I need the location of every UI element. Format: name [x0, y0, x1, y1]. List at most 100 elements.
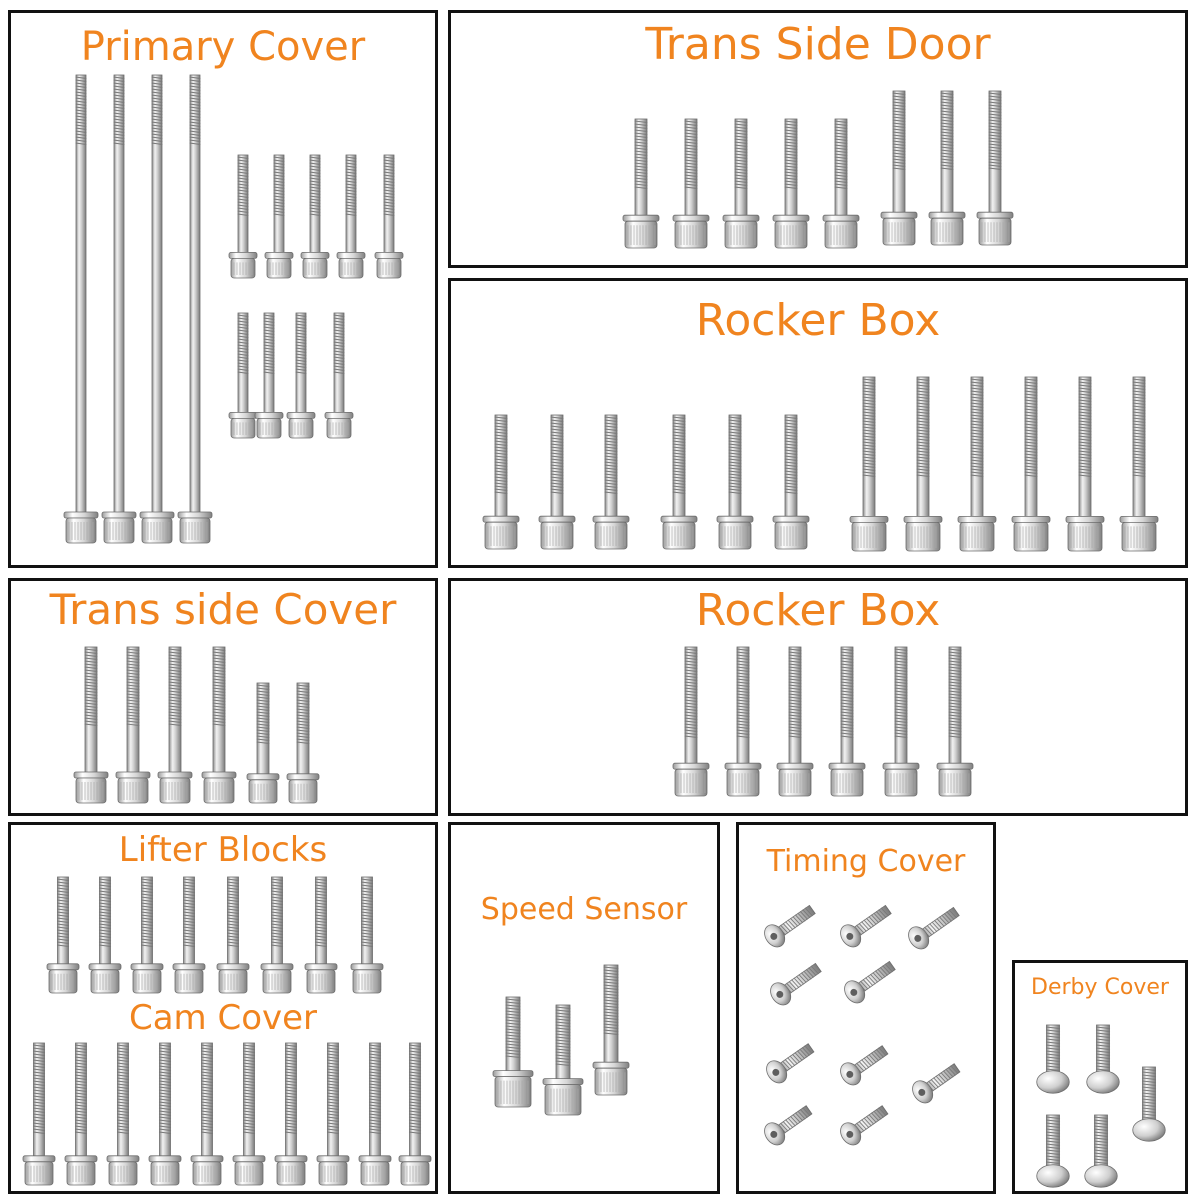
bolt-group: [492, 964, 630, 1116]
panel-title: Rocker Box: [695, 585, 941, 636]
panel-title: Speed Sensor: [480, 892, 688, 927]
socket-head-bolt-icon: [724, 646, 762, 797]
panel-title: Trans Side Door: [645, 19, 991, 70]
socket-head-bolt-icon: [324, 312, 354, 439]
socket-head-bolt-icon: [592, 414, 630, 550]
socket-head-bolt-icon: [88, 876, 122, 994]
socket-head-bolt-icon: [482, 414, 520, 550]
socket-head-bolt-icon: [660, 414, 698, 550]
panel-trans-side-cover: Trans side Cover: [8, 578, 438, 816]
socket-head-bolt-icon: [672, 646, 710, 797]
bolt-group: [482, 376, 1159, 552]
panel-title: Trans side Cover: [49, 585, 397, 634]
bolt-group: [73, 646, 320, 804]
panel-title: Derby Cover: [1031, 975, 1169, 1000]
button-head-screw-icon: [766, 1043, 815, 1084]
panel-title: Primary Cover: [80, 24, 366, 70]
socket-head-bolt-icon: [828, 646, 866, 797]
button-head-screw-icon: [1086, 1024, 1120, 1094]
socket-head-bolt-icon: [1119, 376, 1159, 552]
socket-head-bolt-icon: [190, 1042, 224, 1186]
panel-lifter-cam: Lifter Blocks Cam Cover: [8, 822, 438, 1194]
socket-head-bolt-icon: [849, 376, 889, 552]
socket-head-bolt-icon: [148, 1042, 182, 1186]
socket-head-bolt-icon: [976, 90, 1014, 246]
button-head-screw-icon: [764, 904, 816, 948]
button-head-screw-icon: [912, 1063, 961, 1104]
bolt-group: [63, 74, 404, 544]
panel-trans-side-door: Trans Side Door: [448, 10, 1188, 268]
socket-head-bolt-icon: [772, 414, 810, 550]
socket-head-bolt-icon: [139, 74, 175, 544]
socket-head-bolt-icon: [228, 154, 258, 279]
socket-head-bolt-icon: [538, 414, 576, 550]
button-head-screw-icon: [1036, 1114, 1070, 1188]
panel-derby-cover: Derby Cover: [1012, 960, 1188, 1194]
panel-speed-sensor: Speed Sensor: [448, 822, 720, 1194]
socket-head-bolt-icon: [63, 74, 99, 544]
button-head-screw-icon: [840, 904, 892, 948]
bolt-group: [22, 876, 432, 1186]
socket-head-bolt-icon: [903, 376, 943, 552]
socket-head-bolt-icon: [216, 876, 250, 994]
socket-head-bolt-icon: [260, 876, 294, 994]
socket-head-bolt-icon: [73, 646, 109, 804]
socket-head-bolt-icon: [115, 646, 151, 804]
socket-head-bolt-icon: [1065, 376, 1105, 552]
socket-head-bolt-icon: [300, 154, 330, 279]
socket-head-bolt-icon: [492, 996, 534, 1108]
panel-title: Timing Cover: [766, 844, 966, 879]
panel-title: Rocker Box: [695, 295, 941, 346]
socket-head-bolt-icon: [398, 1042, 432, 1186]
socket-head-bolt-icon: [822, 118, 860, 249]
panel-rocker-box-bottom: Rocker Box: [448, 578, 1188, 816]
bolt-group: [672, 646, 974, 797]
socket-head-bolt-icon: [374, 154, 404, 279]
socket-head-bolt-icon: [336, 154, 366, 279]
panel-rocker-box-top: Rocker Box: [448, 278, 1188, 568]
socket-head-bolt-icon: [246, 682, 280, 804]
button-head-screw-icon: [908, 906, 960, 950]
button-head-screw-icon: [1036, 1024, 1070, 1094]
socket-head-bolt-icon: [316, 1042, 350, 1186]
socket-head-bolt-icon: [106, 1042, 140, 1186]
socket-head-bolt-icon: [177, 74, 213, 544]
socket-head-bolt-icon: [172, 876, 206, 994]
socket-head-bolt-icon: [232, 1042, 266, 1186]
socket-head-bolt-icon: [201, 646, 237, 804]
socket-head-bolt-icon: [880, 90, 918, 246]
socket-head-bolt-icon: [936, 646, 974, 797]
socket-head-bolt-icon: [716, 414, 754, 550]
socket-head-bolt-icon: [542, 1004, 584, 1116]
button-head-screw-icon: [844, 960, 896, 1004]
socket-head-bolt-icon: [928, 90, 966, 246]
socket-head-bolt-icon: [776, 646, 814, 797]
socket-head-bolt-icon: [130, 876, 164, 994]
socket-head-bolt-icon: [350, 876, 384, 994]
button-head-screw-icon: [840, 1045, 889, 1086]
socket-head-bolt-icon: [274, 1042, 308, 1186]
socket-head-bolt-icon: [304, 876, 338, 994]
socket-head-bolt-icon: [264, 154, 294, 279]
socket-head-bolt-icon: [286, 312, 316, 439]
socket-head-bolt-icon: [592, 964, 630, 1096]
socket-head-bolt-icon: [882, 646, 920, 797]
bolt-group: [622, 90, 1014, 249]
socket-head-bolt-icon: [672, 118, 710, 249]
panel-title-lifter-blocks: Lifter Blocks: [118, 830, 328, 870]
bolt-group: [1036, 1024, 1166, 1188]
socket-head-bolt-icon: [772, 118, 810, 249]
bolt-group: [764, 904, 961, 1146]
button-head-screw-icon: [770, 962, 822, 1006]
socket-head-bolt-icon: [101, 74, 137, 544]
socket-head-bolt-icon: [722, 118, 760, 249]
socket-head-bolt-icon: [622, 118, 660, 249]
socket-head-bolt-icon: [358, 1042, 392, 1186]
socket-head-bolt-icon: [22, 1042, 56, 1186]
socket-head-bolt-icon: [254, 312, 284, 439]
panel-primary-cover: Primary Cover: [8, 10, 438, 568]
socket-head-bolt-icon: [157, 646, 193, 804]
socket-head-bolt-icon: [46, 876, 80, 994]
panel-title-cam-cover: Cam Cover: [128, 998, 318, 1038]
panel-timing-cover: Timing Cover: [736, 822, 996, 1194]
